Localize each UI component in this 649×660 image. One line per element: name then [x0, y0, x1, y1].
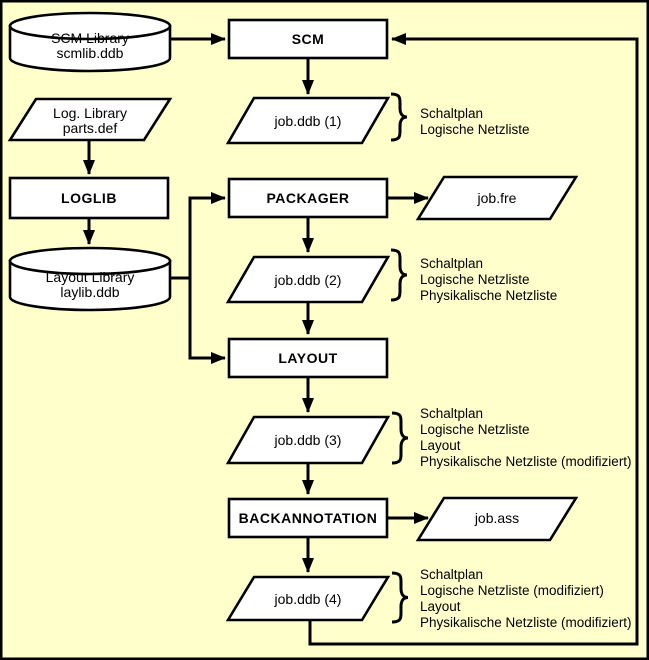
data-parallelogram: [7, 97, 173, 142]
node-job-ddb-1: job.ddb (1): [225, 96, 391, 145]
database-cylinder-top: [8, 11, 172, 41]
process-box: [8, 176, 170, 220]
data-parallelogram: [415, 175, 579, 221]
node-packager: PACKAGER: [227, 177, 389, 219]
annotation-line: Physikalische Netzliste (modifiziert): [420, 615, 632, 630]
scm-library-name: SCM Library: [51, 30, 129, 46]
node-job-ddb-2: job.ddb (2): [225, 255, 391, 304]
curly-brace: [390, 248, 408, 302]
annotation-line: Logische Netzliste: [420, 122, 530, 137]
annotation-job-ddb-3: Schaltplan Logische Netzliste Layout Phy…: [391, 406, 632, 469]
node-layout-library: Layout Library laylib.ddb: [8, 246, 172, 312]
layout-library-filename: laylib.ddb: [60, 284, 119, 300]
process-box: [227, 337, 389, 379]
annotation-line: Layout: [420, 599, 461, 614]
annotation-job-ddb-1: Schaltplan Logische Netzliste: [390, 92, 530, 142]
node-job-fre: job.fre: [415, 175, 579, 221]
curly-brace: [390, 92, 408, 142]
edge-job-ddb-4-to-scm-feedback-loop: [308, 33, 639, 646]
process-box: [227, 18, 389, 60]
layout-library-name: Layout Library: [46, 269, 135, 285]
node-job-ddb-4: job.ddb (4): [225, 575, 391, 622]
edge-layout-library-to-layout: [188, 278, 226, 364]
log-library-filename: parts.def: [63, 120, 118, 136]
annotation-line: Layout: [420, 438, 461, 453]
scm-label: SCM: [292, 31, 325, 47]
job-ddb-2-label: job.ddb (2): [274, 272, 342, 288]
layout-label: LAYOUT: [278, 350, 337, 366]
annotation-job-ddb-2: Schaltplan Logische Netzliste Physikalis…: [390, 248, 557, 303]
job-ddb-3-label: job.ddb (3): [274, 432, 342, 448]
node-job-ass: job.ass: [415, 496, 579, 542]
data-parallelogram: [225, 415, 391, 465]
edge-layout-library-to-packager: [188, 192, 226, 278]
node-scm: SCM: [227, 18, 389, 60]
job-fre-label: job.fre: [477, 190, 517, 206]
backannotation-label: BACKANNOTATION: [239, 510, 378, 526]
annotation-line: Schaltplan: [420, 567, 483, 582]
node-layout: LAYOUT: [227, 337, 389, 379]
curly-brace: [391, 411, 409, 465]
annotation-line: Logische Netzliste (modifiziert): [420, 583, 604, 598]
data-parallelogram: [415, 496, 579, 542]
job-ddb-4-label: job.ddb (4): [274, 591, 342, 607]
annotation-line: Physikalische Netzliste: [420, 288, 557, 303]
node-scm-library: SCM Library scmlib.ddb: [8, 11, 172, 73]
node-log-library: Log. Library parts.def: [7, 97, 173, 142]
curly-brace: [391, 571, 409, 624]
log-library-name: Log. Library: [53, 105, 127, 121]
annotation-line: Schaltplan: [420, 406, 483, 421]
job-ddb-1-label: job.ddb (1): [274, 113, 342, 129]
data-parallelogram: [225, 575, 391, 622]
data-parallelogram: [225, 96, 391, 145]
node-loglib: LOGLIB: [8, 176, 170, 220]
annotation-line: Schaltplan: [420, 106, 483, 121]
process-box: [227, 497, 389, 539]
annotation-job-ddb-4: Schaltplan Logische Netzliste (modifizie…: [391, 567, 632, 630]
process-box: [227, 177, 389, 219]
node-backannotation: BACKANNOTATION: [227, 497, 389, 539]
database-cylinder-top: [8, 246, 172, 276]
data-parallelogram: [225, 255, 391, 304]
loglib-label: LOGLIB: [61, 190, 117, 206]
annotation-line: Physikalische Netzliste (modifiziert): [420, 454, 632, 469]
scm-library-filename: scmlib.ddb: [57, 45, 124, 61]
annotation-line: Schaltplan: [420, 256, 483, 271]
job-ass-label: job.ass: [474, 510, 519, 526]
node-job-ddb-3: job.ddb (3): [225, 415, 391, 465]
packager-label: PACKAGER: [266, 190, 349, 206]
annotation-line: Logische Netzliste: [420, 272, 530, 287]
annotation-line: Logische Netzliste: [420, 422, 530, 437]
